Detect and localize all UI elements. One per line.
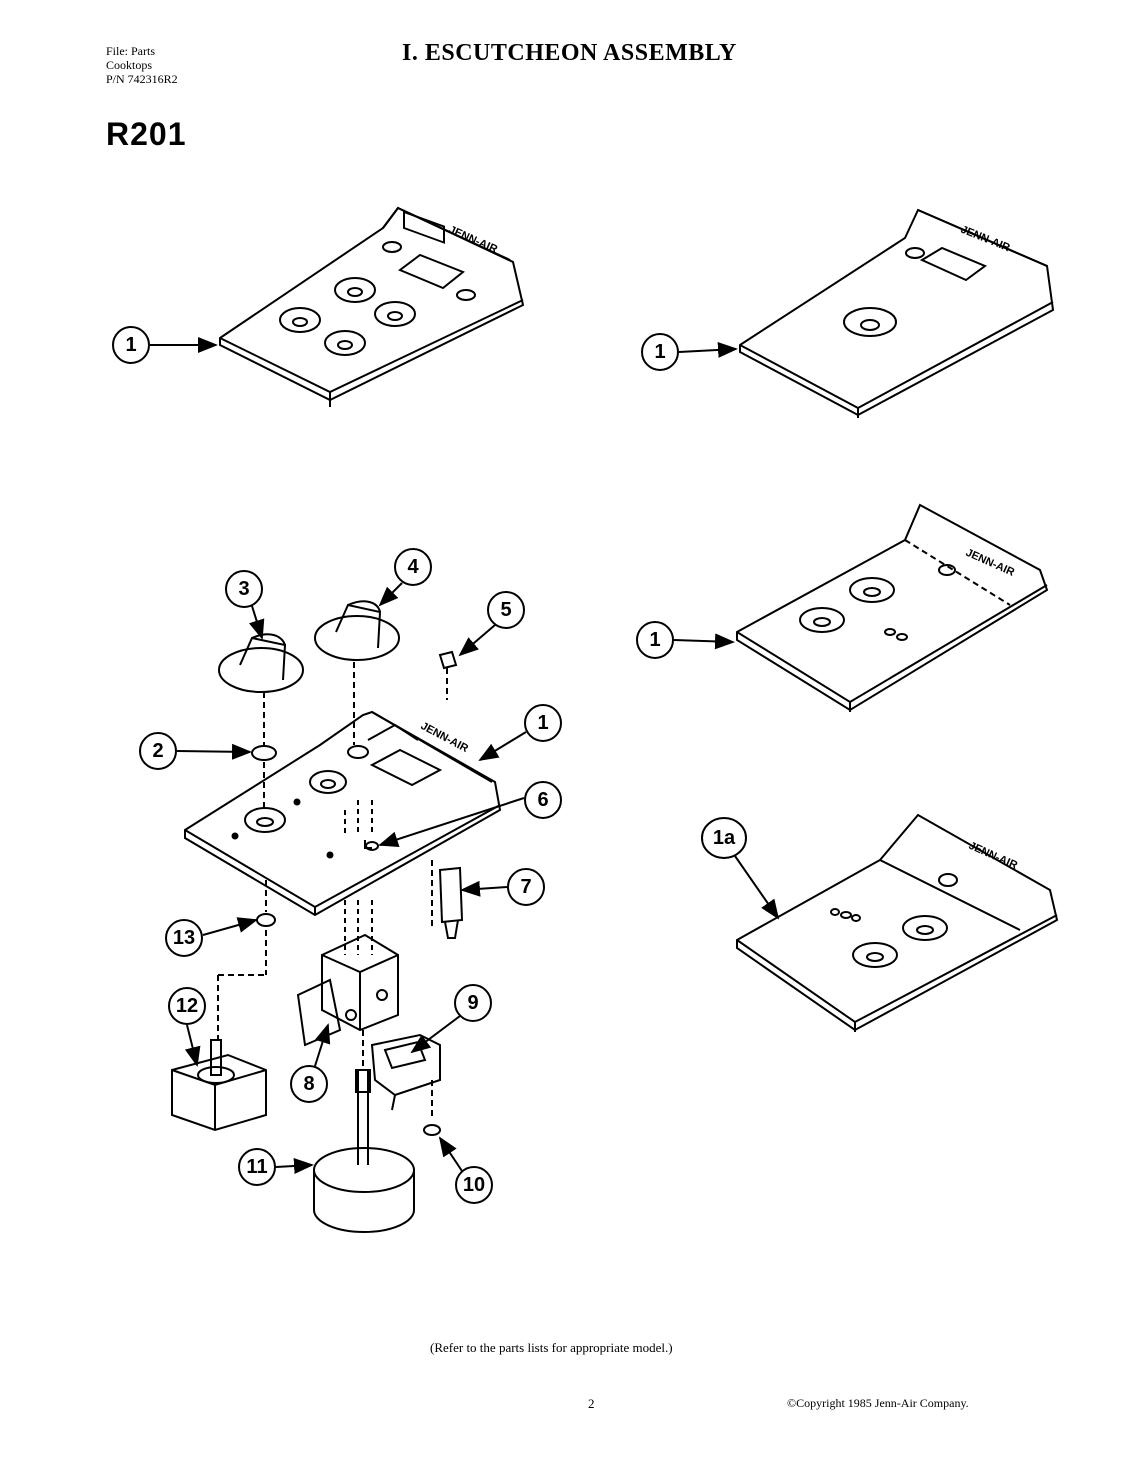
callout-9: 9: [467, 992, 478, 1014]
file-info: File: Parts Cooktops P/N 742316R2: [106, 44, 178, 86]
brand-label: JENN-AIR: [959, 224, 1012, 255]
brand-label: JENN-AIR: [964, 547, 1016, 579]
escutcheon-variant-b: [739, 208, 1055, 418]
callout-1: 1: [537, 712, 548, 734]
callout-3: 3: [238, 578, 249, 600]
callout-circle: [636, 621, 674, 659]
copyright: ©Copyright 1985 Jenn-Air Company.: [787, 1396, 969, 1410]
callout-1a: 1a: [713, 827, 736, 849]
model-number: R201: [106, 116, 187, 152]
callout-12: 12: [176, 995, 198, 1017]
page-number: 2: [588, 1396, 595, 1411]
callout-7: 7: [520, 876, 531, 898]
callout-4: 4: [407, 556, 419, 578]
file-line-2: Cooktops: [106, 58, 153, 72]
callout-5: 5: [500, 599, 511, 621]
escutcheon-variant-1a: [736, 813, 1059, 1032]
callout-1: 1: [654, 341, 665, 363]
callout-10: 10: [463, 1174, 485, 1196]
callout-11: 11: [246, 1156, 267, 1178]
callout-6: 6: [537, 789, 548, 811]
brand-label: JENN-AIR: [419, 720, 471, 755]
page-title: I. ESCUTCHEON ASSEMBLY: [402, 40, 737, 66]
exploded-assembly: [171, 600, 502, 1233]
callout-13: 13: [173, 927, 195, 949]
brand-label: JENN-AIR: [447, 224, 499, 256]
callout-arrow: [678, 341, 738, 358]
callout-circle: [112, 326, 150, 364]
callout-arrow: [673, 633, 735, 650]
escutcheon-variant-a: [219, 206, 525, 407]
escutcheon-variant-c: [736, 503, 1049, 712]
callout-1: 1: [649, 629, 660, 651]
callout-1: 1: [125, 334, 136, 356]
callout-2: 2: [152, 740, 163, 762]
callout-arrow: [734, 855, 780, 920]
brand-label: JENN-AIR: [967, 840, 1019, 872]
footer-note: (Refer to the parts lists for appropriat…: [430, 1340, 673, 1355]
callout-circle: [641, 333, 679, 371]
file-line-1: File: Parts: [106, 44, 156, 58]
callout-circle: [701, 817, 747, 859]
callout-8: 8: [303, 1073, 314, 1095]
file-line-3: P/N 742316R2: [106, 72, 178, 86]
brand-labels: JENN-AIR JENN-AIR JENN-AIR JENN-AIR JENN…: [419, 224, 1020, 872]
